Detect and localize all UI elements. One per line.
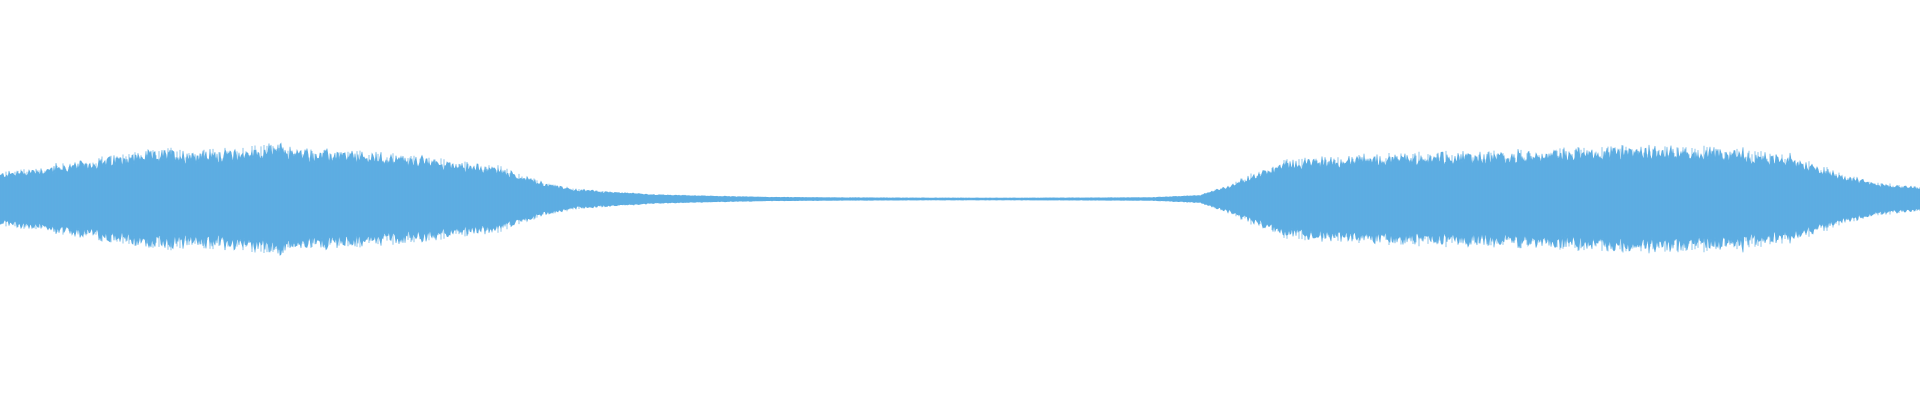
waveform-samples bbox=[0, 145, 1920, 253]
